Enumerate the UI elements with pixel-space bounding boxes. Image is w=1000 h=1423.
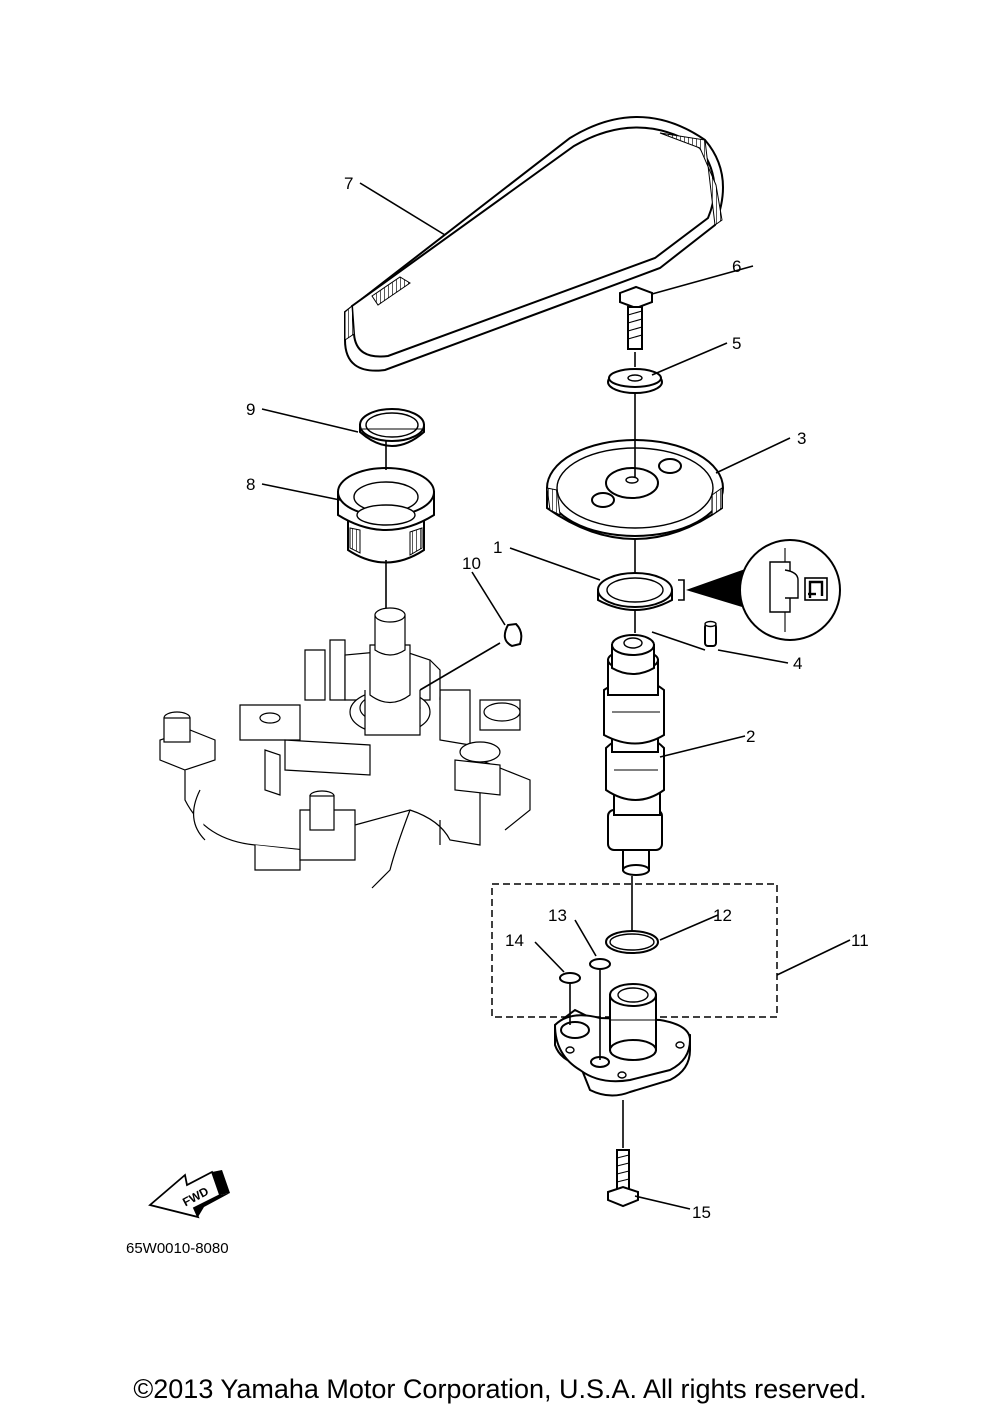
dowel-pin — [704, 620, 717, 647]
o-ring — [605, 930, 659, 954]
crankcase-reference — [159, 607, 531, 889]
assembly-lines — [385, 352, 706, 1148]
callout-5: 5 — [732, 334, 741, 353]
callout-6: 6 — [732, 257, 741, 276]
callout-8: 8 — [246, 475, 255, 494]
callout-7: 7 — [344, 174, 353, 193]
callout-12: 12 — [713, 906, 732, 925]
callout-15: 15 — [692, 1203, 711, 1222]
fwd-arrow-icon: FWD — [148, 1170, 230, 1219]
oil-seal — [359, 408, 425, 447]
washer — [607, 368, 663, 394]
callout-1: 1 — [493, 538, 502, 557]
copyright-notice: ©2013 Yamaha Motor Corporation, U.S.A. A… — [133, 1374, 867, 1404]
callout-9: 9 — [246, 400, 255, 419]
small-o-ring-14 — [559, 972, 581, 984]
timing-belt — [344, 116, 724, 372]
leader-lines — [261, 182, 851, 1210]
camshaft — [603, 634, 665, 876]
camshaft-oil-seal — [597, 572, 673, 611]
callout-3: 3 — [797, 429, 806, 448]
callout-4: 4 — [793, 654, 802, 673]
grease-detail-callout — [678, 539, 841, 641]
drive-sleeve — [337, 467, 435, 564]
small-o-ring-13 — [589, 958, 611, 970]
oil-pump-bolt — [607, 1149, 639, 1208]
callout-13: 13 — [548, 906, 567, 925]
driven-pulley — [546, 439, 724, 540]
callout-14: 14 — [505, 931, 524, 950]
woodruff-key — [503, 622, 523, 648]
callout-10: 10 — [462, 554, 481, 573]
pulley-bolt — [619, 285, 653, 350]
callout-2: 2 — [746, 727, 755, 746]
oil-pump-housing — [553, 983, 692, 1097]
diagram-code: 65W0010-8080 — [126, 1240, 229, 1257]
callout-11: 11 — [851, 931, 869, 950]
